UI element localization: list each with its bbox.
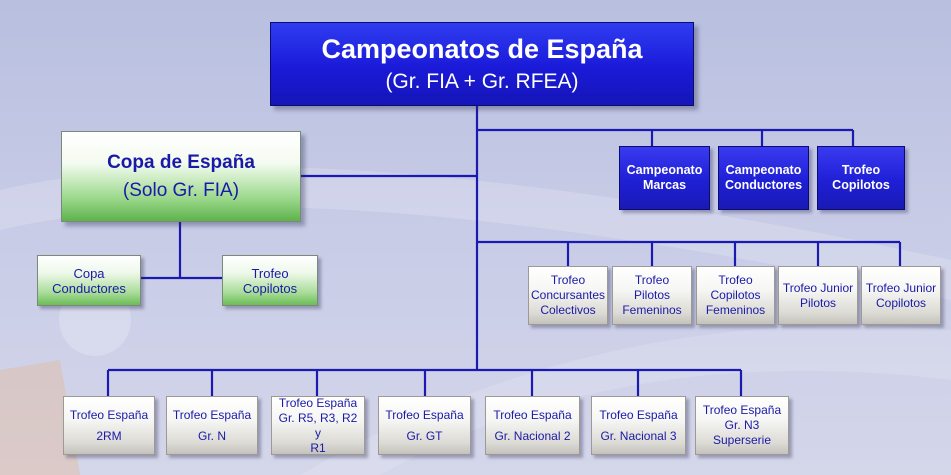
box-line1: Trofeo España <box>278 395 358 410</box>
trofeo-espana-r5-box: Trofeo España Gr. R5, R3, R2 y R1 <box>271 396 365 455</box>
copa-subtitle: (Solo Gr. FIA) <box>122 179 240 201</box>
trofeo-espana-grn-box: Trofeo España Gr. N <box>166 396 258 455</box>
box-line1: Trofeo España <box>702 403 782 417</box>
copa-child-copilotos: Trofeo Copilotos <box>222 255 318 306</box>
box-line1: Trofeo <box>718 273 753 287</box>
box-line1: Campeonato <box>725 163 802 177</box>
trofeo-concursantes-box: Trofeo Concursantes Colectivos <box>528 266 608 325</box>
copa-child-line2: Copilotos <box>242 280 298 296</box>
box-line2: Pilotos <box>633 288 671 302</box>
box-line1: Trofeo España <box>69 407 149 422</box>
box-line2: Gr. GT <box>406 428 443 443</box>
copa-child-conductores: Copa Conductores <box>37 255 141 306</box>
campeonato-marcas-box: Campeonato Marcas <box>619 146 710 210</box>
trofeo-espana-nacional3-box: Trofeo España Gr. Nacional 3 <box>591 396 686 455</box>
box-line1: Trofeo <box>634 273 670 287</box>
copa-title: Copa de España <box>107 151 255 173</box>
copa-child-line1: Copa <box>73 265 105 281</box>
campeonato-conductores-box: Campeonato Conductores <box>718 146 809 210</box>
box-line2: Copilotos <box>832 178 890 192</box>
box-line2: Pilotos <box>799 295 837 310</box>
box-line2: Gr. Nacional 3 <box>600 428 677 443</box>
box-line3: Femeninos <box>705 303 766 317</box>
box-line2: Gr. Nacional 2 <box>494 428 571 443</box>
box-line1: Trofeo España <box>172 407 252 422</box>
box-line1: Trofeo España <box>599 407 678 422</box>
box-line2: Conductores <box>724 178 803 192</box>
trofeo-copilotos-box: Trofeo Copilotos <box>817 146 905 210</box>
box-line3: Colectivos <box>540 303 596 317</box>
box-line2: 2RM <box>96 428 122 443</box>
trofeo-espana-n3-box: Trofeo España Gr. N3 Superserie <box>695 396 789 455</box>
box-line1: Trofeo España <box>385 407 464 422</box>
box-line1: Trofeo <box>841 163 881 177</box>
box-line1: Trofeo Junior <box>865 280 937 295</box>
box-line2: Concursantes <box>530 288 606 302</box>
box-line3: Femeninos <box>622 303 682 317</box>
trofeo-espana-nacional2-box: Trofeo España Gr. Nacional 2 <box>485 396 580 455</box>
copa-box: Copa de España (Solo Gr. FIA) <box>61 131 301 222</box>
box-line2: Copilotos <box>710 288 761 302</box>
root-subtitle: (Gr. FIA + Gr. RFEA) <box>385 70 579 93</box>
root-box-campeonatos: Campeonatos de España (Gr. FIA + Gr. RFE… <box>270 22 694 106</box>
box-line1: Campeonato <box>626 163 703 177</box>
box-line3: R1 <box>310 440 326 455</box>
trofeo-junior-copilotos-box: Trofeo Junior Copilotos <box>861 266 941 325</box>
box-line2: Gr. N3 <box>724 418 760 432</box>
copa-child-line1: Trofeo <box>251 265 289 281</box>
box-line1: Trofeo Junior <box>782 280 854 295</box>
trofeo-espana-gt-box: Trofeo España Gr. GT <box>378 396 471 455</box>
trofeo-espana-2rm-box: Trofeo España 2RM <box>63 396 155 455</box>
box-line1: Trofeo <box>550 273 586 287</box>
box-line2: Gr. R5, R3, R2 y <box>278 410 358 440</box>
box-line2: Copilotos <box>875 295 927 310</box>
root-title: Campeonatos de España <box>321 34 643 64</box>
box-line1: Trofeo España <box>493 407 572 422</box>
box-line3: Superserie <box>712 433 772 447</box>
box-line2: Gr. N <box>197 428 226 443</box>
copa-child-line2: Conductores <box>52 280 126 296</box>
trofeo-junior-pilotos-box: Trofeo Junior Pilotos <box>778 266 858 325</box>
box-line2: Marcas <box>642 178 687 192</box>
trofeo-copilotos-femeninos-box: Trofeo Copilotos Femeninos <box>696 266 775 325</box>
trofeo-pilotos-femeninos-box: Trofeo Pilotos Femeninos <box>612 266 692 325</box>
